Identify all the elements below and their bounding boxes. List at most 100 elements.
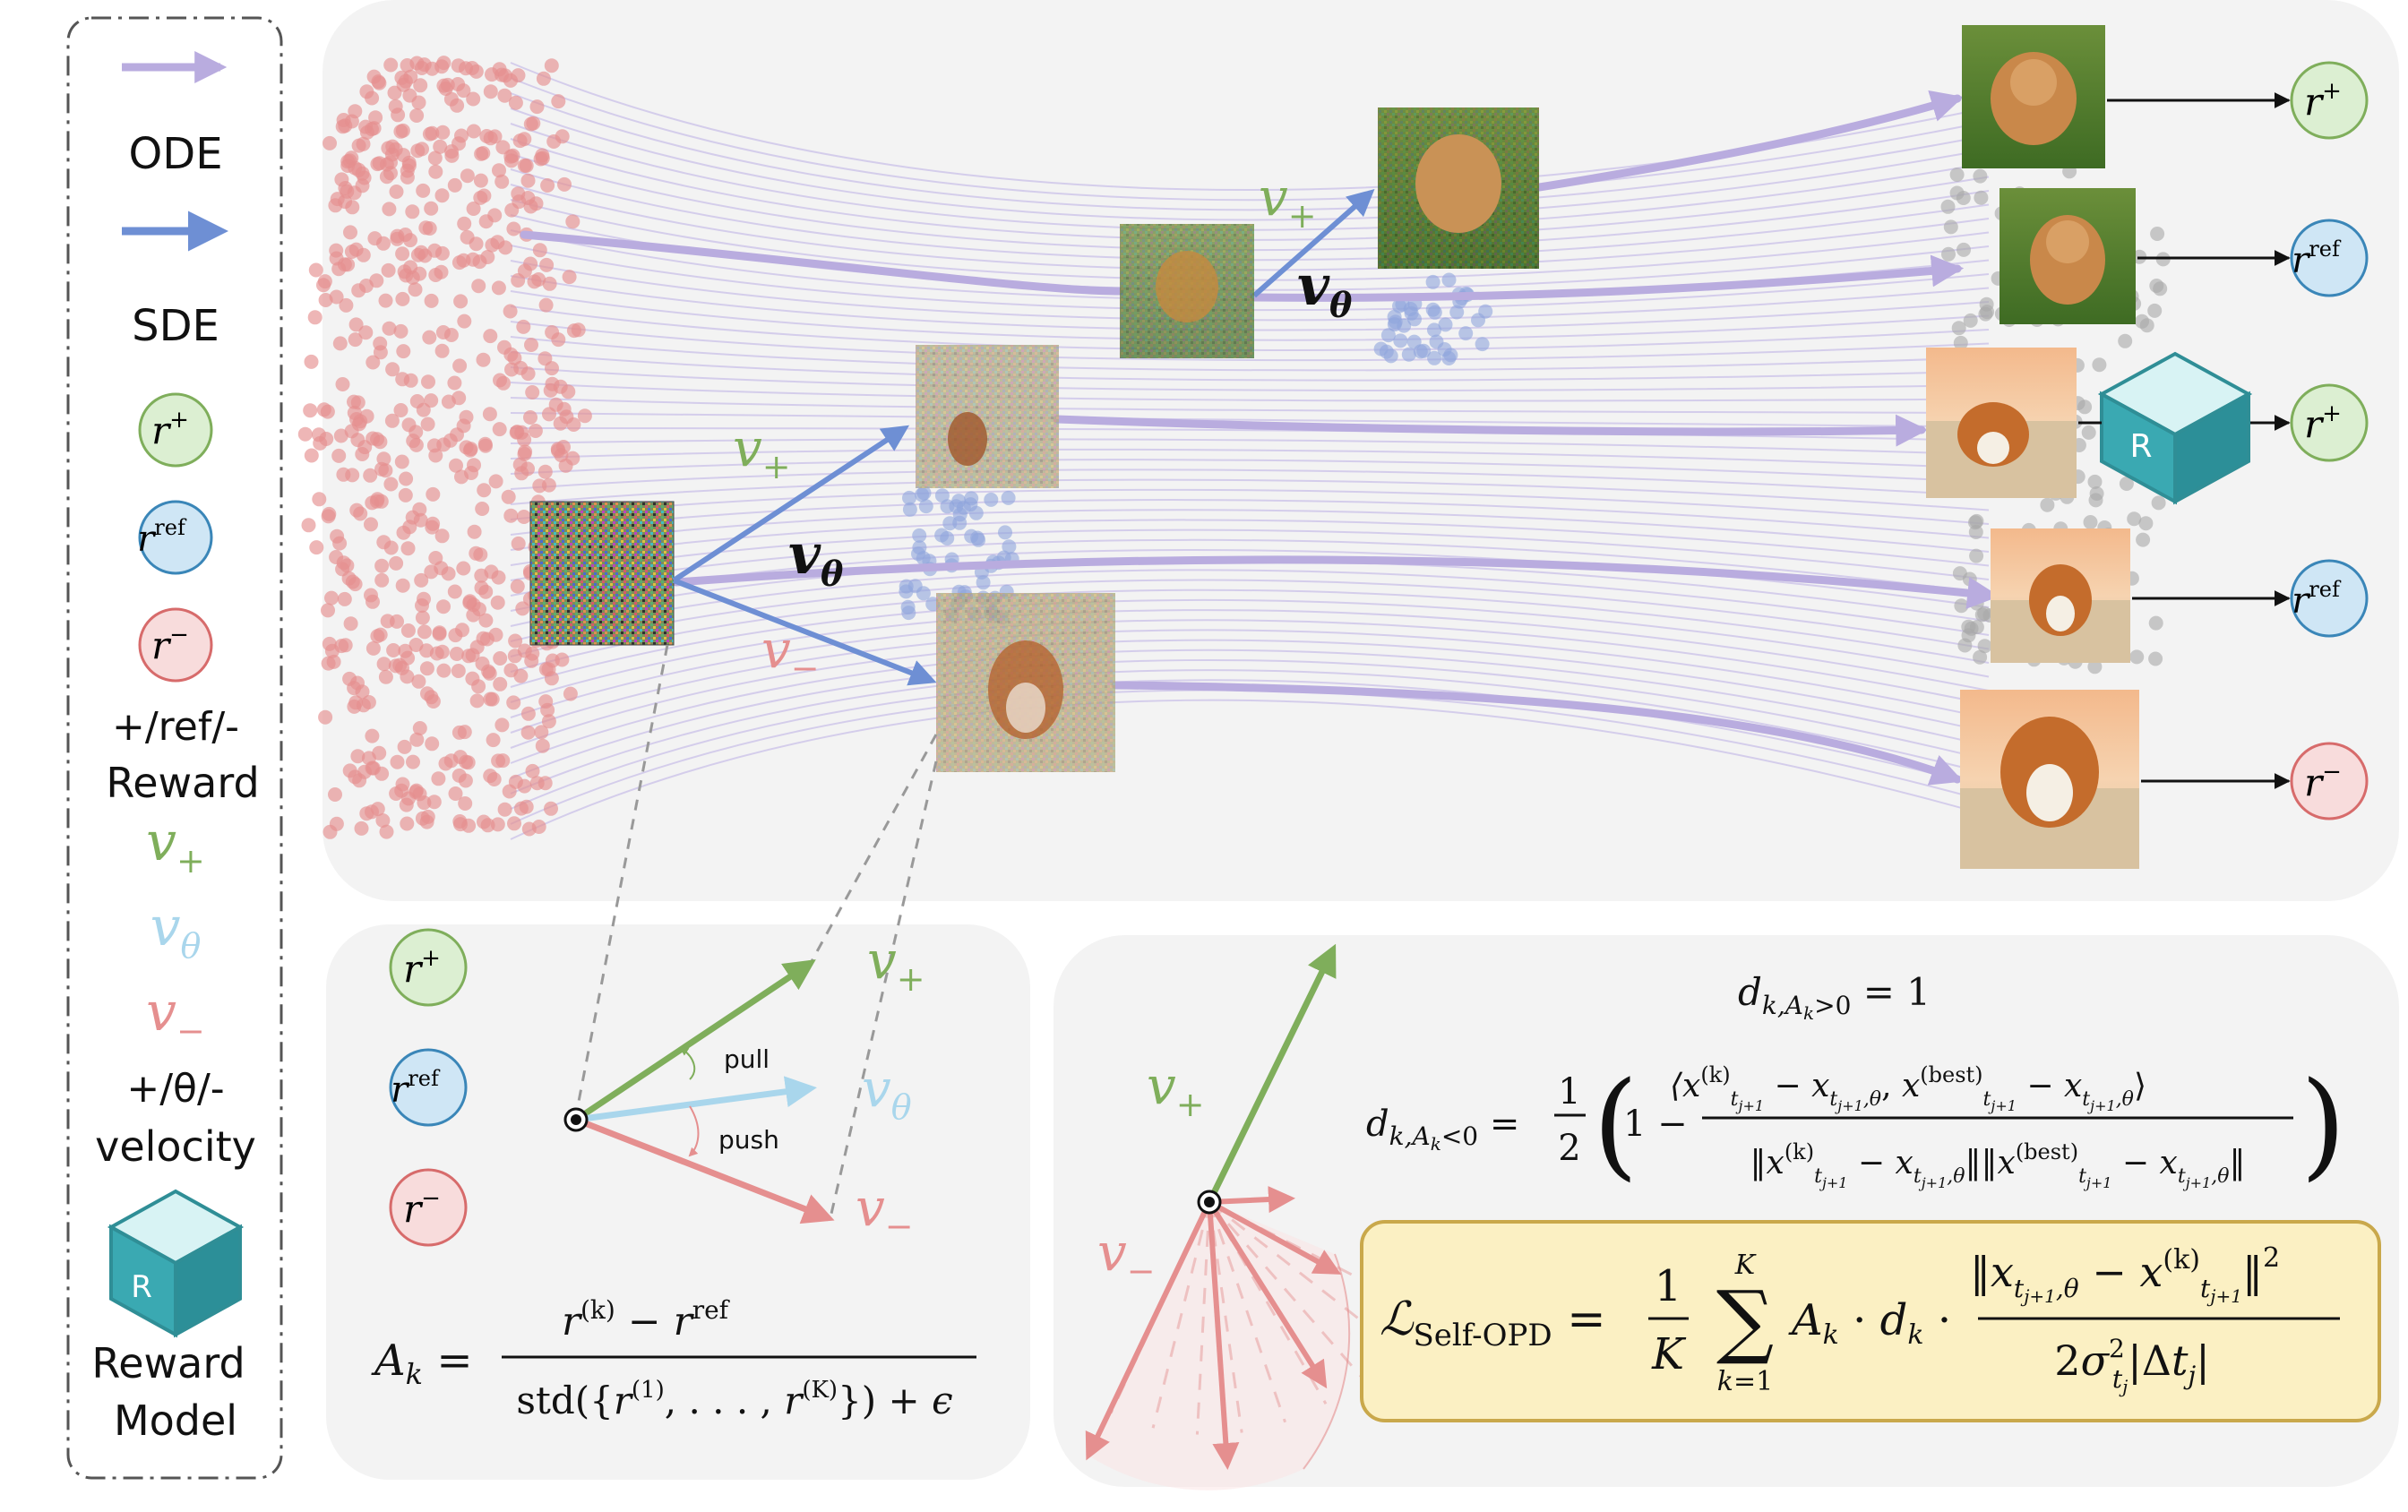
noise-dot bbox=[366, 594, 380, 609]
intermediate-dot bbox=[902, 490, 916, 505]
noise-dot bbox=[397, 739, 412, 754]
noise-dot bbox=[447, 584, 462, 599]
panel-reward-positive: r+ bbox=[389, 928, 468, 1007]
intermediate-dot bbox=[1413, 344, 1428, 359]
noise-dot bbox=[453, 294, 469, 309]
noise-dot bbox=[406, 434, 421, 449]
noise-dot bbox=[370, 157, 385, 172]
reward-caption-2: Reward bbox=[106, 759, 259, 807]
noise-dot bbox=[337, 591, 352, 606]
noise-dot bbox=[506, 221, 521, 236]
noise-dot bbox=[450, 98, 465, 113]
svg-text:): ) bbox=[2300, 1056, 2346, 1192]
noise-dot bbox=[426, 795, 442, 810]
ode-flow-line bbox=[510, 427, 1990, 442]
intermediate-dot bbox=[1429, 334, 1444, 349]
noise-dot bbox=[398, 487, 413, 503]
svg-text:∑: ∑ bbox=[1716, 1274, 1774, 1368]
noise-dot bbox=[420, 417, 435, 432]
ode-flow-line bbox=[510, 448, 1990, 469]
noise-dot bbox=[316, 278, 331, 293]
ode-flow-line bbox=[510, 488, 1990, 525]
noise-dot bbox=[490, 595, 505, 610]
endpoint-dot bbox=[1957, 638, 1973, 653]
noise-dot bbox=[379, 824, 394, 839]
ode-flow-line bbox=[510, 619, 1990, 718]
noise-dot bbox=[389, 555, 404, 571]
noise-dot bbox=[478, 214, 494, 229]
fan-dash-line bbox=[1151, 1201, 1211, 1429]
noise-dot bbox=[358, 325, 374, 340]
noise-dot bbox=[475, 502, 490, 516]
ode-flow-line bbox=[510, 499, 1990, 539]
noise-dot bbox=[326, 654, 341, 669]
reward-negative-badge: r− bbox=[138, 607, 213, 683]
noise-dot bbox=[359, 125, 374, 140]
br-v-minus: v− bbox=[1097, 1222, 1156, 1291]
output-reward-5: r− bbox=[2290, 742, 2369, 820]
noise-dot bbox=[389, 185, 404, 199]
endpoint-dot bbox=[1943, 219, 1958, 235]
noise-dot bbox=[456, 561, 471, 576]
noise-dot bbox=[529, 196, 544, 211]
noise-dot bbox=[409, 56, 425, 71]
noise-dot bbox=[456, 83, 471, 99]
noise-dot bbox=[361, 751, 376, 766]
noise-dot bbox=[538, 351, 553, 366]
noise-dot bbox=[476, 352, 491, 367]
noise-dot bbox=[507, 816, 521, 831]
noise-dot bbox=[347, 405, 362, 420]
noise-dot bbox=[443, 328, 459, 342]
noise-dot bbox=[304, 354, 319, 369]
noise-dot bbox=[395, 246, 410, 262]
fan-dash-line bbox=[1195, 1201, 1211, 1435]
noisy-dog-image-mid-top bbox=[916, 345, 1059, 488]
noise-dot bbox=[391, 107, 406, 123]
loss-panel: v+ v− dk,Ak>0 = 1 dk,Ak<0 = 1 2 ( 1 − ⟨x… bbox=[1054, 935, 2399, 1491]
noise-dot bbox=[399, 471, 414, 486]
noise-dot bbox=[563, 686, 578, 701]
noise-dot bbox=[408, 783, 424, 798]
noise-dot bbox=[520, 173, 536, 188]
noise-dot bbox=[485, 692, 500, 707]
noise-dot bbox=[525, 763, 540, 778]
noise-dot bbox=[400, 816, 415, 831]
noise-dot bbox=[482, 407, 497, 422]
svg-text:r+: r+ bbox=[151, 407, 189, 452]
noise-dot bbox=[433, 139, 448, 154]
intermediate-dot bbox=[1441, 272, 1457, 288]
ode-flow-line bbox=[510, 579, 1990, 657]
fan-dash-line bbox=[1208, 1201, 1287, 1423]
noise-dot bbox=[413, 78, 428, 93]
top-v-theta-upper: vθ bbox=[1297, 253, 1353, 325]
noise-dot bbox=[528, 424, 543, 438]
noise-dot bbox=[477, 814, 491, 829]
noise-dot bbox=[434, 264, 449, 279]
noise-dot bbox=[409, 394, 425, 408]
noise-dot bbox=[396, 344, 411, 359]
final-image-3 bbox=[1926, 348, 2077, 498]
noise-dot bbox=[512, 133, 528, 149]
noise-dot bbox=[371, 74, 386, 90]
noise-dot bbox=[460, 755, 476, 770]
intermediate-dot bbox=[1401, 347, 1416, 362]
noise-dot bbox=[338, 638, 353, 653]
endpoint-dot bbox=[2118, 333, 2133, 348]
noise-dot bbox=[343, 225, 357, 240]
noise-dot bbox=[409, 732, 425, 747]
noise-dot bbox=[349, 503, 365, 518]
intermediate-dot bbox=[1425, 274, 1440, 289]
endpoint-dot bbox=[1974, 607, 1990, 623]
intermediate-dot bbox=[912, 540, 927, 555]
noise-dot bbox=[474, 146, 489, 161]
ode-flow-line bbox=[510, 509, 1990, 553]
noise-dot bbox=[438, 756, 453, 771]
noise-dot bbox=[365, 728, 380, 743]
noise-dot bbox=[483, 329, 498, 344]
noise-dot bbox=[452, 814, 468, 829]
endpoint-dot bbox=[1940, 199, 1956, 214]
noise-dot bbox=[434, 245, 450, 261]
endpoint-dot bbox=[1941, 246, 1956, 262]
noise-dot bbox=[520, 366, 536, 382]
noise-dot bbox=[382, 321, 397, 336]
